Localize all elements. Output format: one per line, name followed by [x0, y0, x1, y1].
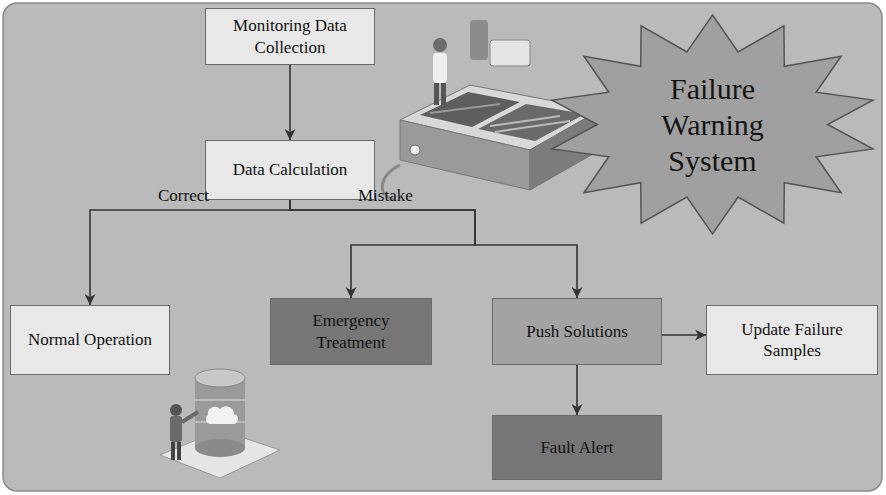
process-box: Update Failure Samples	[706, 305, 878, 375]
edge-label: Correct	[158, 186, 209, 206]
process-box: Emergency Treatment	[270, 298, 432, 365]
machine-illustration	[382, 20, 600, 200]
process-box: Data Calculation	[205, 140, 375, 200]
node-text: Failure Warning System	[648, 71, 778, 179]
process-box: Fault Alert	[492, 415, 662, 480]
node-text: Emergency Treatment	[281, 310, 421, 353]
connector-arrow	[290, 200, 577, 298]
node-text: Push Solutions	[526, 321, 628, 342]
connector-arrow	[290, 200, 475, 298]
node-text: Data Calculation	[233, 159, 348, 180]
star-outline	[552, 15, 873, 234]
node-text: Fault Alert	[540, 437, 613, 458]
connector-arrow	[576, 365, 578, 415]
connector-arrow	[289, 65, 291, 140]
connector-arrow	[90, 200, 290, 305]
process-box: Monitoring Data Collection	[205, 8, 375, 65]
node-text: Normal Operation	[28, 329, 152, 350]
star-badge: Failure Warning System	[545, 12, 880, 237]
node-text: Update Failure Samples	[717, 319, 867, 362]
connector-arrow	[662, 334, 706, 336]
edge-label: Mistake	[358, 186, 413, 206]
process-box: Normal Operation	[10, 305, 170, 375]
node-text: Monitoring Data Collection	[216, 15, 364, 58]
process-box: Push Solutions	[492, 298, 662, 365]
background-panel	[3, 3, 882, 491]
server-illustration	[160, 369, 280, 478]
